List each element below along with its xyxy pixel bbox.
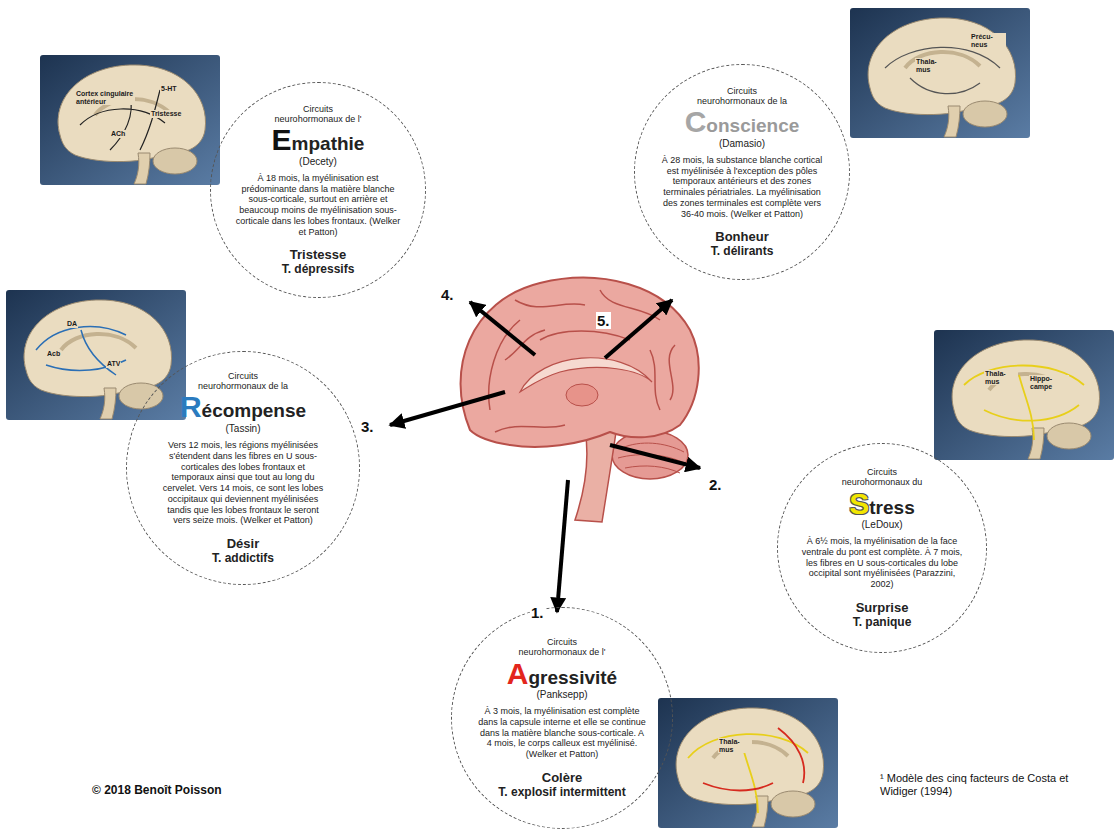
circuit-name: Agressivité — [507, 658, 617, 690]
emotion-label: Tristesse — [290, 247, 346, 262]
author-name: (Panksepp) — [536, 689, 587, 700]
circuit-name: Conscience — [685, 106, 800, 138]
emotion-label: Désir — [227, 536, 260, 551]
structure-label: DA — [66, 320, 78, 328]
author-name: (LeDoux) — [861, 519, 902, 530]
disorder-label: T. dépressifs — [282, 262, 355, 276]
circuit-name: Stress — [849, 488, 914, 520]
structure-label: ACh — [110, 130, 126, 138]
callout-number: 2. — [708, 476, 723, 493]
structure-label: Thala-mus — [984, 370, 1018, 385]
structure-label: Tristesse — [150, 110, 182, 118]
structure-label: 5-HT — [160, 85, 178, 93]
circuit-circle: Circuits neurohormonaux de l'Agressivité… — [451, 607, 673, 829]
disorder-label: T. panique — [853, 615, 912, 629]
structure-label: ATV — [106, 360, 121, 368]
structure-label: Acb — [46, 350, 61, 358]
structure-label: Cortex cingulaire antérieur — [75, 90, 135, 105]
myelination-note: À 3 mois, la myélinisation est complète … — [478, 706, 646, 760]
circuit-name: Empathie — [272, 124, 365, 156]
circuit-heading: Circuits neurohormonaux de l' — [268, 104, 368, 125]
author-name: (Damasio) — [719, 138, 765, 149]
footnote: ¹ Modèle des cinq facteurs de Costa et W… — [880, 772, 1080, 798]
disorder-label: T. addictifs — [212, 551, 274, 565]
structure-label: Hippo-campe — [1029, 375, 1069, 390]
thumbnail-stress — [934, 330, 1114, 460]
structure-label: Précu-neus — [970, 33, 1006, 48]
thumbnail-reward — [6, 290, 186, 420]
circuit-circle: Circuits neurohormonaux de l'Empathie(De… — [210, 82, 426, 298]
copyright-note: © 2018 Benoît Poisson — [92, 783, 222, 797]
circuit-heading: Circuits neurohormonaux de l' — [512, 637, 612, 658]
disorder-label: T. explosif intermittent — [498, 785, 625, 799]
myelination-note: Vers 12 mois, les régions myélinisées s'… — [159, 440, 327, 526]
pointer-arrows — [390, 300, 700, 612]
circuit-heading: Circuits neurohormonaux de la — [193, 371, 293, 392]
thumbnail-aggression — [658, 698, 838, 828]
circuit-circle: Circuits neurohormonaux duStress(LeDoux)… — [777, 443, 987, 653]
myelination-note: À 18 mois, la myélinisation est prédomin… — [234, 173, 402, 238]
circuit-name: Récompense — [180, 391, 306, 423]
callout-number: 3. — [360, 418, 375, 435]
callout-number: 1. — [530, 604, 545, 621]
brain-illustration — [461, 278, 699, 522]
emotion-label: Colère — [542, 770, 582, 785]
myelination-note: À 28 mois, la substance blanche cortical… — [658, 155, 826, 220]
author-name: (Tassin) — [225, 423, 260, 434]
structure-label: Thala-mus — [915, 58, 949, 73]
circuit-heading: Circuits neurohormonaux de la — [692, 86, 792, 107]
disorder-label: T. délirants — [711, 244, 774, 258]
circuit-heading: Circuits neurohormonaux du — [832, 467, 932, 488]
myelination-note: À 6½ mois, la myélinisation de la face v… — [798, 536, 966, 590]
circuit-circle: Circuits neurohormonaux de laConscience(… — [634, 64, 850, 280]
emotion-label: Bonheur — [715, 229, 768, 244]
thumbnail-empathy — [40, 55, 220, 185]
circuit-circle: Circuits neurohormonaux de laRécompense(… — [126, 351, 360, 585]
author-name: (Decety) — [299, 156, 337, 167]
callout-number: 4. — [440, 286, 455, 303]
structure-label: Thala-mus — [718, 738, 752, 753]
emotion-label: Surprise — [856, 600, 909, 615]
callout-number: 5. — [596, 312, 611, 329]
thumbnail-consciousness — [850, 8, 1030, 138]
